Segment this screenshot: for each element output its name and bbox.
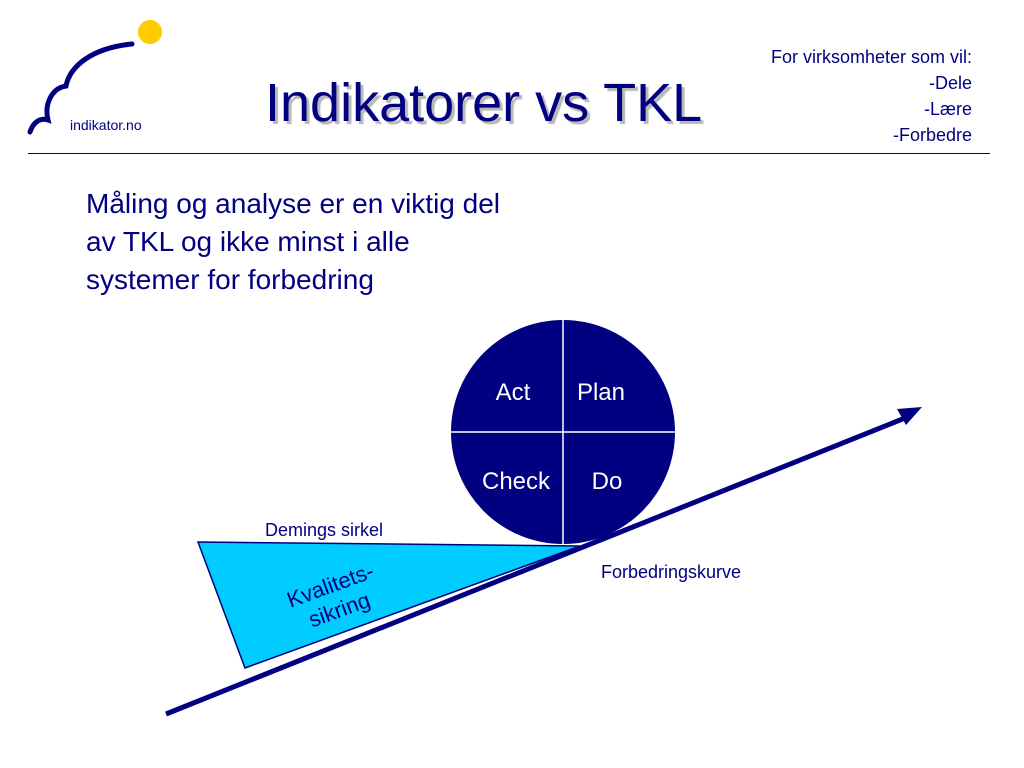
logo-sun-icon	[138, 20, 162, 44]
tagline-line: -Lære	[923, 99, 972, 119]
pdca-check-label: Check	[482, 468, 551, 495]
body-paragraph: Måling og analyse er en viktig del av TK…	[86, 185, 500, 299]
body-line: systemer for forbedring	[86, 264, 374, 295]
demings-circle-label: Demings sirkel	[265, 520, 383, 540]
pdca-circle: Act Plan Check Do	[451, 320, 675, 544]
pdca-do-label: Do	[592, 468, 623, 495]
improvement-curve-line	[165, 415, 906, 717]
body-line: av TKL og ikke minst i alle	[86, 226, 410, 257]
logo-text: indikator.no	[70, 117, 142, 133]
tagline-line: -Dele	[928, 73, 972, 93]
improvement-curve-label: Forbedringskurve	[601, 562, 741, 582]
pdca-act-label: Act	[496, 379, 531, 406]
pdca-plan-label: Plan	[577, 379, 625, 406]
quality-wedge	[196, 541, 581, 669]
improvement-curve-arrowhead	[897, 407, 922, 425]
tagline-line: -Forbedre	[892, 125, 972, 145]
body-line: Måling og analyse er en viktig del	[86, 188, 501, 219]
tagline-line: For virksomheter som vil:	[770, 47, 972, 67]
logo-swoosh-icon	[27, 41, 135, 135]
logo	[27, 20, 162, 135]
tagline: For virksomheter som vil: -Dele -Lære -F…	[771, 44, 972, 148]
header-divider	[28, 153, 990, 154]
slide-title: Indikatorer vs TKL	[265, 73, 703, 133]
